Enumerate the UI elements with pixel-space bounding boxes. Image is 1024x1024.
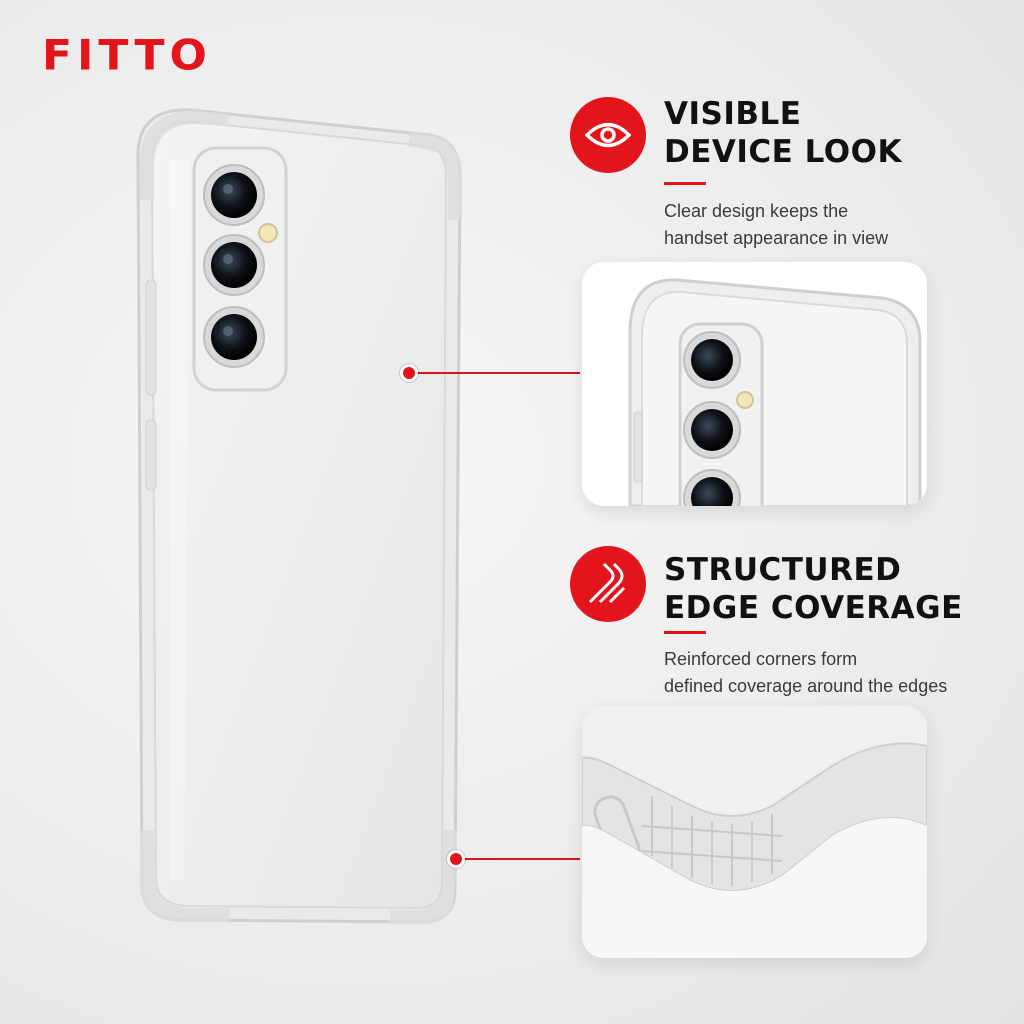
corner-edge-icon [570,546,646,622]
bumper-top-right [408,132,462,220]
callout-line-bottom [458,858,580,860]
feature-rule-2 [664,631,706,634]
bumper-top-left [139,110,230,200]
camera-corner-closeup [582,262,927,506]
side-button-volume [145,279,157,396]
feature-desc-visible: Clear design keeps the handset appearanc… [664,201,889,248]
feature-desc-structured: Reinforced corners form defined coverage… [664,649,948,696]
bottom-corner-closeup [582,706,927,958]
feature-rule-1 [664,182,706,185]
side-button-power [145,419,157,491]
brand-logo: FITTO [42,31,212,80]
callout-dot-top [400,364,418,382]
feature-title-structured: STRUCTURED EDGE COVERAGE [664,552,963,626]
camera-lenses [203,164,265,368]
eye-icon [570,97,646,173]
callout-dot-bottom [447,850,465,868]
camera-flash [258,223,278,243]
phone-illustration [136,108,462,924]
phone-with-clear-case [130,100,475,930]
bumper-bottom-right [390,830,457,924]
callout-line-top [410,372,580,374]
bumper-bottom-left [140,830,230,922]
feature-title-visible: VISIBLE DEVICE LOOK [664,96,903,170]
